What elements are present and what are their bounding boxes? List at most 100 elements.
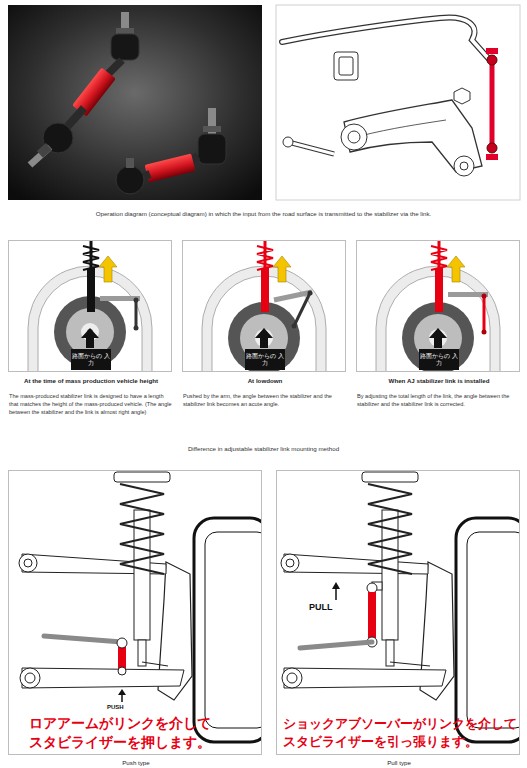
- wheel-sketch-part: [402, 302, 474, 372]
- panel-note: By adjusting the total length of the lin…: [357, 392, 521, 408]
- wheel-sketch-part: [28, 266, 152, 372]
- section-caption: Operation diagram (conceptual diagram) i…: [0, 210, 527, 217]
- pull-type-sketch-part: [300, 642, 372, 648]
- wheel-sketch-part: [292, 324, 297, 329]
- suspension-drawing-part: [487, 55, 497, 65]
- mount-panel: PULLショックアブソーバーがリンクを介して スタビライザーを引っ張ります。Pu…: [276, 470, 520, 755]
- push-type-sketch-part: [24, 559, 32, 567]
- push-type-sketch-part: [205, 532, 262, 728]
- input-tag: 路面からの 入力: [71, 349, 111, 370]
- wheel-sketch-part: [261, 268, 269, 312]
- wheel-sketch-part: [134, 298, 139, 303]
- product-photo-part-part: [145, 153, 196, 182]
- wheel-sketch-part: [202, 266, 326, 372]
- suspension-drawing-part: [486, 154, 498, 160]
- wheel-sketch-part: [482, 330, 487, 335]
- input-tag: 路面からの 入力: [419, 349, 459, 370]
- product-photo-part: [145, 153, 196, 182]
- product-photo-part: [126, 158, 134, 168]
- panel-note: The mass-produced stabilizer link is des…: [9, 392, 173, 416]
- wheel-sketch-part: [255, 329, 273, 347]
- push-type-sketch-part: [118, 689, 126, 695]
- suspension-drawing-part: [341, 124, 367, 150]
- push-type-sketch: [8, 470, 262, 755]
- product-photo-part: [203, 126, 221, 132]
- suspension-drawing-part: [339, 57, 353, 75]
- product-photo-part: [116, 28, 134, 34]
- state-panel: When AJ stabilizer link is installedBy a…: [356, 240, 520, 372]
- wheel-sketch-part: [447, 256, 465, 282]
- suspension-drawing-part: [334, 52, 358, 80]
- wheel-sketch-part: [308, 291, 313, 296]
- wheel-sketch-part: [483, 296, 486, 332]
- input-tag: 路面からの 入力: [245, 349, 285, 370]
- panel-title: When AJ stabilizer link is installed: [357, 377, 521, 384]
- product-photo-part: [66, 108, 84, 128]
- suspension-drawing-part: [487, 143, 497, 153]
- wheel-sketch-part: [273, 256, 291, 282]
- product-photo-part: [37, 143, 52, 158]
- push-type-sketch-part: [25, 673, 35, 683]
- wheel-sketch-part: [429, 328, 447, 348]
- pull-type-sketch-part: [287, 673, 297, 683]
- push-type-sketch-part: [117, 638, 127, 648]
- suspension-drawing-part: [360, 120, 446, 136]
- suspension-drawing-part: [282, 18, 488, 58]
- wheel-sketch: [8, 240, 172, 372]
- suspension-drawing-part: [348, 131, 360, 143]
- wheel-sketch-part: [376, 266, 500, 372]
- wheel-sketch-part: [81, 328, 99, 348]
- push-type-sketch-part: [114, 472, 170, 482]
- wheel-sketch: [182, 240, 346, 372]
- wheel-sketch-part: [482, 294, 487, 299]
- section-caption: Difference in adjustable stabilizer link…: [0, 445, 527, 452]
- wheel-sketch-part: [356, 240, 520, 372]
- pull-type-sketch-part: [286, 559, 294, 567]
- pull-type-sketch-part: [467, 532, 520, 728]
- wheel-sketch-part: [435, 268, 443, 312]
- product-photo: [8, 5, 262, 200]
- wheel-sketch-part: [429, 329, 447, 347]
- push-type-sketch-part: [19, 554, 37, 572]
- explanation-text: ショックアブソーバーがリンクを介して スタビライザーを引っ張ります。: [283, 715, 517, 750]
- push-type-sketch-part: [142, 662, 168, 666]
- pull-type-sketch-part: [390, 662, 430, 666]
- suspension-drawing-part: [288, 142, 334, 154]
- wheel-sketch-part: [99, 256, 117, 282]
- input-text: 路面からの 入力: [246, 353, 284, 367]
- wheel-sketch-part: [294, 293, 310, 326]
- suspension-drawing-part: [288, 142, 334, 154]
- pull-type-sketch-part: [367, 583, 377, 593]
- product-photo-part: [8, 5, 262, 200]
- suspension-drawing-part: [490, 62, 495, 146]
- suspension-drawing-part: [282, 18, 488, 58]
- wheel-sketch-part: [135, 300, 138, 328]
- push-type-sketch-part: [118, 667, 126, 675]
- explanation-text: ロアアームがリンクを介して スタビライザーを押します。: [29, 714, 227, 752]
- wheel-sketch-part: [257, 246, 273, 270]
- state-panel: At the time of mass production vehicle h…: [8, 240, 172, 372]
- wheel-sketch-part: [87, 268, 95, 312]
- suspension-drawing-part: [454, 88, 470, 104]
- panel-caption: Pull type: [277, 759, 521, 766]
- suspension-drawing-part: [460, 162, 468, 170]
- suspension-drawing-part: [486, 48, 498, 54]
- suspension-drawing-part: [276, 5, 520, 200]
- pull-type-sketch: [276, 470, 520, 755]
- panel-caption: Push type: [9, 759, 263, 766]
- wheel-sketch: [356, 240, 520, 372]
- input-text: 路面からの 入力: [420, 353, 458, 367]
- wheel-sketch-part: [182, 240, 346, 372]
- wheel-sketch-part: [431, 246, 447, 270]
- pull-type-sketch-part: [368, 484, 412, 574]
- mount-panel: PUSHロアアームがリンクを介して スタビライザーを押します。Push type: [8, 470, 262, 755]
- wheel-sketch-part: [255, 328, 273, 348]
- suspension-drawing-part: [454, 156, 474, 176]
- suspension-drawing: [276, 5, 520, 200]
- product-photo-part: [116, 166, 144, 194]
- push-type-sketch-part: [194, 518, 262, 742]
- pull-type-sketch-part: [456, 518, 520, 742]
- pull-type-sketch-part: [332, 582, 340, 589]
- pull-type-sketch-part: [284, 668, 446, 688]
